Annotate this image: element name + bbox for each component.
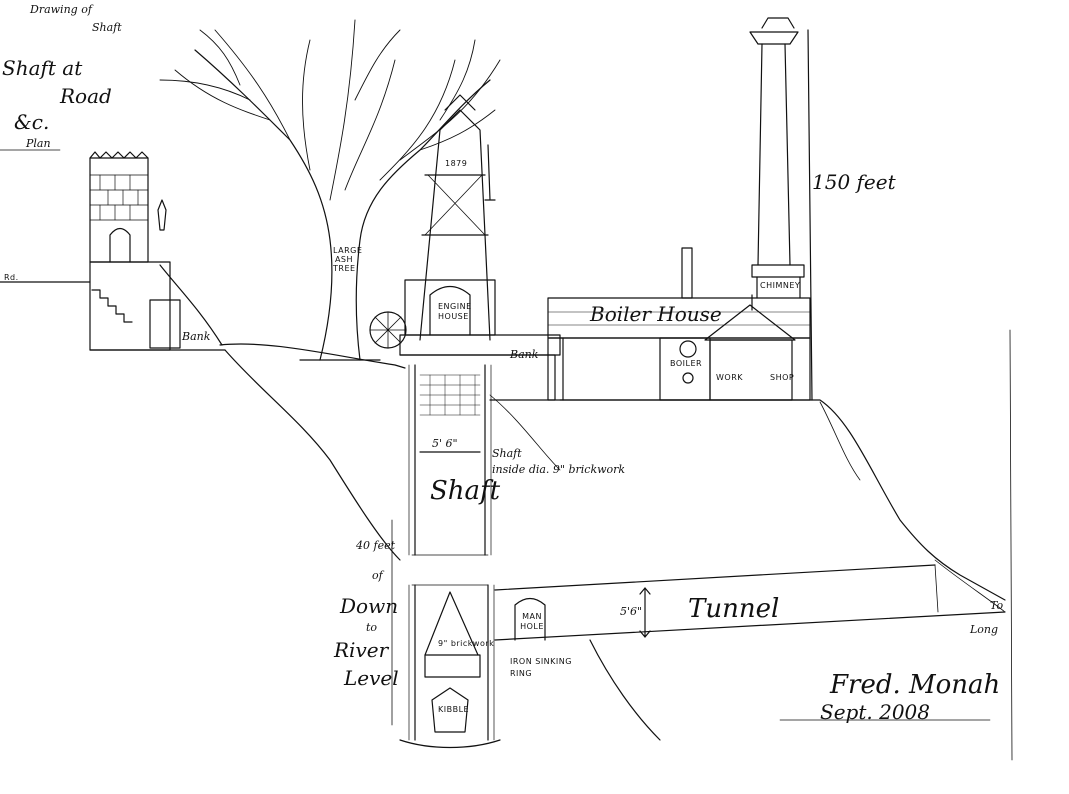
boiler-gauge [682, 372, 694, 384]
shaft-label: Shaft [430, 476, 501, 506]
boiler-gear [679, 340, 697, 358]
spoil-slope [489, 394, 561, 471]
left-tower-crenels [89, 151, 149, 159]
shaft-bottom [399, 739, 501, 749]
large-ash-tree-label: LARGE ASH TREE [333, 246, 363, 273]
shaft-break [411, 554, 489, 586]
title-line-1: Drawing of [30, 3, 92, 16]
shaft-brick-hatch [419, 374, 481, 416]
signature-date: Sept. 2008 [820, 700, 930, 724]
bank-wall [399, 354, 556, 401]
ground-tunnel-exit [934, 559, 1006, 613]
ground-right-inner [819, 401, 861, 481]
title-line-3: Shaft at [2, 56, 83, 80]
tree-branches [159, 19, 501, 201]
work-label: WORK [716, 373, 744, 382]
depth-label-6: Level [344, 666, 399, 690]
left-gate [149, 299, 181, 349]
boiler-label: BOILER [670, 359, 703, 368]
depth-label-4: to [366, 621, 378, 634]
boiler-house-stones [547, 311, 811, 326]
chimney-height-label: 150 feet [812, 170, 896, 194]
left-lamp [157, 199, 167, 231]
headframe-top [444, 94, 476, 111]
headframe-lamp [484, 144, 496, 201]
kibble-label: KIBBLE [438, 705, 470, 714]
ground-right [559, 399, 1006, 601]
long-label: Long [970, 623, 999, 636]
right-edge-line [1009, 329, 1013, 761]
title-line-5: &c. [14, 110, 50, 134]
chimney-crown [749, 31, 799, 45]
title-line-4: Road [60, 84, 112, 108]
winding-wheel-spokes [369, 311, 407, 349]
boiler-box [659, 337, 711, 401]
engine-house-door [429, 285, 471, 336]
left-house-base [89, 261, 171, 351]
tunnel-label: Tunnel [688, 594, 780, 624]
title-line-2: Shaft [92, 21, 122, 34]
chimney-base-band [751, 264, 805, 278]
ground-lower-right [589, 639, 661, 741]
tunnel-dim-arrows [639, 587, 651, 638]
right-margin-line [807, 29, 813, 401]
boiler-house-label: Boiler House [590, 302, 722, 326]
man-hole [514, 597, 546, 641]
bank-mid-label: Bank [510, 348, 539, 361]
left-tower-stones [89, 174, 149, 221]
road-label: Rd. [4, 273, 19, 282]
tunnel-floor [494, 611, 1006, 641]
depth-label-5: River [334, 638, 389, 662]
depth-label-2: of [372, 569, 383, 582]
kibble-bucket [431, 687, 469, 733]
chimney-cap [761, 17, 795, 29]
title-line-6: Plan [26, 137, 51, 150]
man-hole-label: MAN HOLE [520, 612, 544, 631]
engine-house-label: ENGINE HOUSE [438, 302, 472, 321]
ground-curve-left [224, 349, 401, 561]
workshop-body [709, 339, 793, 401]
headframe-cross [424, 174, 486, 236]
shaft-width-label: 5' 6" [432, 437, 458, 450]
tunnel-height-label: 5'6" [620, 605, 643, 618]
sinking-ring [424, 654, 481, 678]
tree-trunk-right [355, 79, 491, 361]
bank-left-label: Bank [182, 330, 211, 343]
shaft-note-1: Shaft [492, 447, 522, 460]
shaft-note-2: inside dia. 9" brickwork [492, 463, 626, 476]
chimney-left [757, 43, 763, 266]
left-steps [91, 289, 133, 323]
hill-slope-left [159, 264, 223, 346]
tree-trunk-left [194, 49, 333, 361]
signature-name: Fred. Monah [830, 670, 1001, 700]
ground-left [219, 343, 406, 369]
chimney-right [784, 43, 791, 266]
shop-label: SHOP [770, 373, 795, 382]
chimney-label: CHIMNEY [760, 281, 801, 290]
left-tower [89, 157, 149, 263]
year-label: 1879 [445, 159, 468, 168]
kibble-rope [424, 591, 479, 656]
tunnel-end [934, 564, 939, 613]
left-tower-arch [109, 227, 131, 263]
depth-label-1: 40 feet [356, 539, 396, 552]
to-label: To [990, 599, 1004, 612]
tunnel-roof [494, 564, 936, 591]
boiler-house-wall [547, 337, 811, 401]
boiler-chimney [681, 247, 693, 299]
depth-label-3: Down [340, 594, 399, 618]
headframe [419, 109, 491, 341]
brickwork-label: 9" brickwork [438, 639, 495, 648]
iron-sinking-ring-label: IRON SINKING RING [510, 657, 572, 678]
